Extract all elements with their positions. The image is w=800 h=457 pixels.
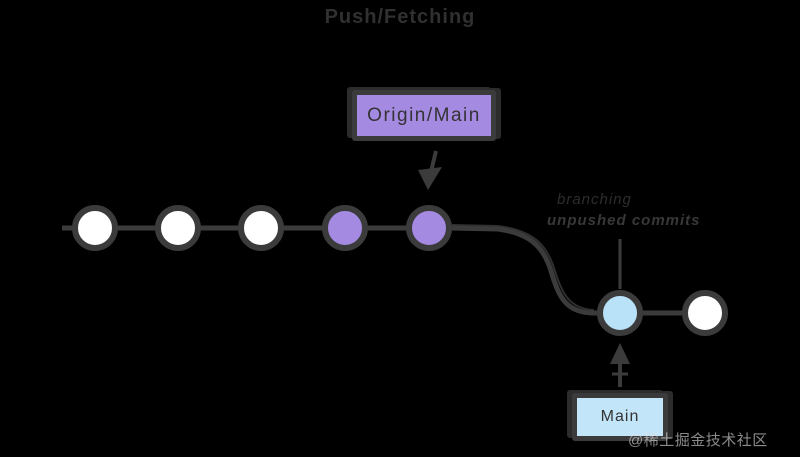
commit-node — [72, 205, 118, 251]
branch-curve — [447, 225, 603, 316]
commit-node — [322, 205, 368, 251]
down-arrow-icon — [418, 150, 442, 190]
diagram-title: Push/Fetching — [324, 6, 476, 28]
annotation-line-1: branching — [557, 191, 632, 208]
commit-node — [406, 205, 452, 251]
origin-main-label: Origin/Main — [367, 104, 481, 126]
commit-node — [155, 205, 201, 251]
branch-curve-sketch — [451, 224, 595, 311]
up-arrow-icon — [610, 343, 630, 387]
commit-node — [597, 290, 643, 336]
watermark: @稀土掘金技术社区 — [628, 432, 768, 449]
commit-node — [682, 290, 728, 336]
main-label-box: Main — [572, 393, 668, 441]
annotation-line-2: unpushed commits — [547, 212, 701, 229]
main-label: Main — [600, 408, 640, 425]
origin-main-label-box: Origin/Main — [352, 90, 496, 141]
commit-node — [238, 205, 284, 251]
